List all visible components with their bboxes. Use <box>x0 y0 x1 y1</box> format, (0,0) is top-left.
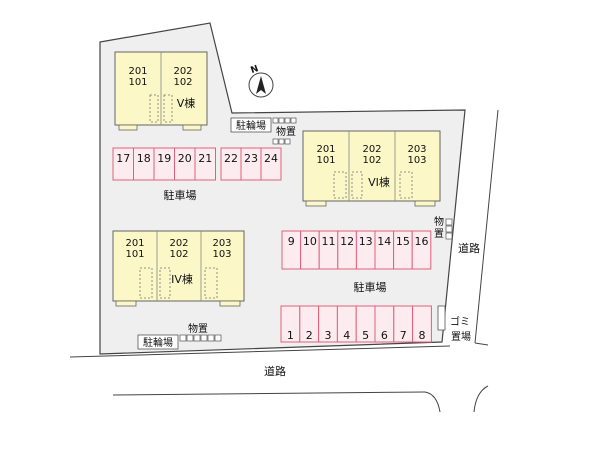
parking-space-number: 3 <box>325 329 332 342</box>
unit-label: 103 <box>212 249 231 260</box>
road-edge-bottom <box>69 345 451 358</box>
svg-text:駐輪場: 駐輪場 <box>143 336 173 349</box>
parking-space-number: 16 <box>415 235 429 248</box>
parking-space-number: 9 <box>288 235 295 248</box>
road-corner-left <box>424 391 441 413</box>
svg-text:置場: 置場 <box>451 330 471 343</box>
unit-label: 201 <box>128 66 147 77</box>
unit-label: 101 <box>128 77 147 88</box>
road-edge-bottom-lower <box>112 391 426 396</box>
parking-space-number: 19 <box>157 152 171 165</box>
parking-space <box>411 230 432 270</box>
parking-space-number: 2 <box>306 329 313 342</box>
parking-space <box>412 305 432 343</box>
north-label: N <box>250 64 261 76</box>
unit-label: 203 <box>407 144 426 155</box>
unit-label: 202 <box>169 238 188 249</box>
parking-space-number: 24 <box>264 152 278 165</box>
building-iv: 201 101 202 102 203 103 IV棟 <box>112 230 245 307</box>
parking-space-number: 8 <box>419 329 426 342</box>
parking-row-top-left: 17 18 19 20 21 <box>112 147 216 181</box>
unit-label: 203 <box>212 238 231 249</box>
bike-parking-top: 駐輪場 <box>230 117 272 133</box>
parking-space-number: 1 <box>287 329 294 342</box>
unit-label: 202 <box>173 66 192 77</box>
svg-text:置: 置 <box>434 228 444 240</box>
unit-label: 101 <box>316 155 335 166</box>
parking-space-number: 20 <box>178 152 192 165</box>
unit-label: 102 <box>169 249 188 260</box>
parking-space-number: 6 <box>381 329 388 342</box>
building-vi: 201 101 202 102 203 103 VI棟 <box>302 130 441 207</box>
road-edge-right-end <box>474 342 489 346</box>
garbage-area: ゴミ 置場 <box>437 305 471 343</box>
bike-parking-bottom: 駐輪場 <box>137 334 179 350</box>
building-label: IV棟 <box>171 272 193 286</box>
parking-space-number: 4 <box>343 329 350 342</box>
storage-right: 物 置 <box>434 215 453 240</box>
unit-label: 202 <box>362 144 381 155</box>
road-label-bottom: 道路 <box>264 364 286 378</box>
parking-space-number: 17 <box>116 152 130 165</box>
parking-space-number: 13 <box>359 235 373 248</box>
parking-space-number: 23 <box>244 152 258 165</box>
parking-space <box>194 147 216 181</box>
road-corner-right <box>473 385 489 413</box>
parking-area-label: 駐車場 <box>354 280 387 294</box>
parking-space-number: 10 <box>303 235 317 248</box>
svg-text:物置: 物置 <box>276 125 296 138</box>
parking-row-mid-right: 9 10 11 12 13 14 15 16 <box>281 230 432 270</box>
north-compass: N <box>248 64 274 98</box>
unit-label: 102 <box>173 77 192 88</box>
parking-space-number: 11 <box>322 235 336 248</box>
svg-text:物: 物 <box>434 215 444 228</box>
svg-text:駐輪場: 駐輪場 <box>236 119 266 132</box>
storage-top: 物置 <box>272 117 297 145</box>
unit-label: 101 <box>125 249 144 260</box>
svg-text:ゴミ: ゴミ <box>450 315 470 328</box>
parking-space-number: 7 <box>400 329 407 342</box>
building-v: 201 101 202 102 V棟 <box>114 51 208 131</box>
building-label: VI棟 <box>368 175 390 189</box>
road-label-right: 道路 <box>458 241 480 255</box>
unit-label: 102 <box>362 155 381 166</box>
unit-label: 103 <box>407 155 426 166</box>
road-edge-right <box>474 109 499 344</box>
parking-space <box>260 147 282 181</box>
parking-row-top-mid: 22 23 24 <box>220 147 282 181</box>
parking-space-number: 14 <box>377 235 391 248</box>
storage-bottom: 物置 <box>179 322 222 342</box>
parking-space-number: 5 <box>362 329 369 342</box>
unit-label: 201 <box>316 144 335 155</box>
parking-area-label: 駐車場 <box>164 188 197 202</box>
svg-text:物置: 物置 <box>188 322 208 335</box>
parking-space-number: 15 <box>396 235 410 248</box>
parking-space-number: 12 <box>340 235 354 248</box>
building-label: V棟 <box>177 96 196 110</box>
unit-label: 201 <box>125 238 144 249</box>
parking-space-number: 18 <box>137 152 151 165</box>
parking-space-number: 22 <box>224 152 238 165</box>
parking-space-number: 21 <box>198 152 212 165</box>
